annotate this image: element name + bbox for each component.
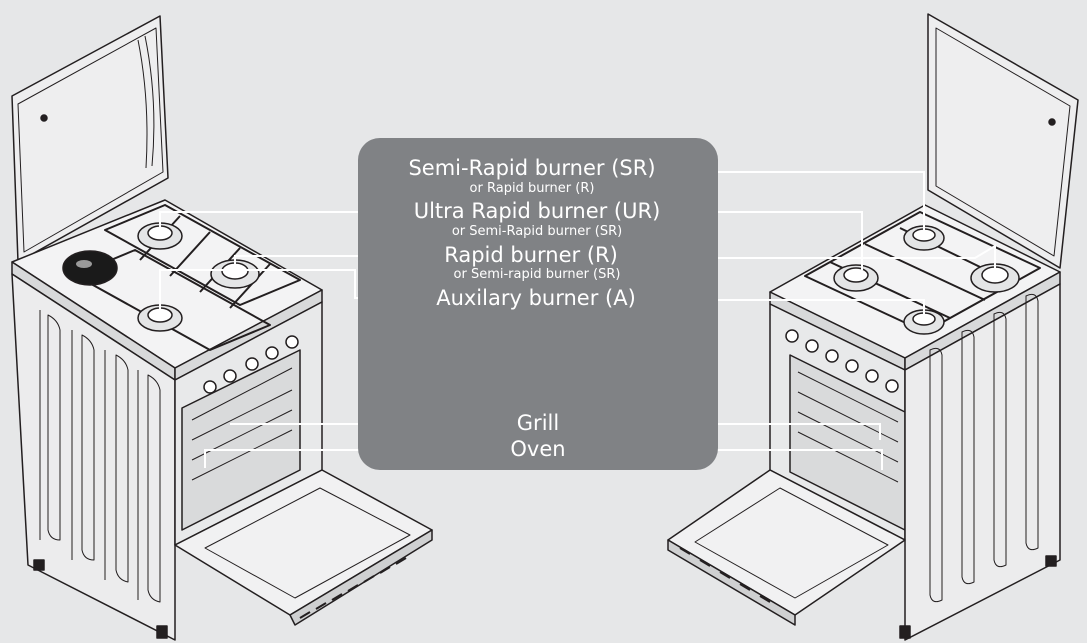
label-semi-rapid-alt: or Rapid burner (R) [469,181,595,196]
legend-panel [358,138,718,470]
left-cooker-lid [11,15,169,263]
left-cooker [11,15,433,641]
right-cooker [667,13,1079,641]
right-cooker-side [904,283,1061,641]
leader-right-auxiliary [662,299,925,316]
left-oven-cavity [181,349,301,531]
leader-right-ultra-rapid [686,211,863,270]
label-rapid-alt: or Semi-rapid burner (SR) [453,267,621,282]
leader-left-ultra-rapid [159,211,385,232]
right-cooker-lid [927,13,1079,269]
label-ultra-rapid-burner: Ultra Rapid burner (UR) [413,199,661,223]
label-auxiliary-burner: Auxilary burner (A) [436,286,636,310]
label-oven: Oven [510,437,566,461]
label-semi-rapid-burner: Semi-Rapid burner (SR) [408,156,656,180]
label-ultra-rapid-alt: or Semi-Rapid burner (SR) [451,224,623,239]
leader-right-rapid [635,244,996,270]
label-rapid-burner: Rapid burner (R) [444,243,618,267]
label-grill: Grill [516,411,560,435]
leader-right-semi-rapid [683,171,925,232]
left-hot-plate [62,250,118,286]
